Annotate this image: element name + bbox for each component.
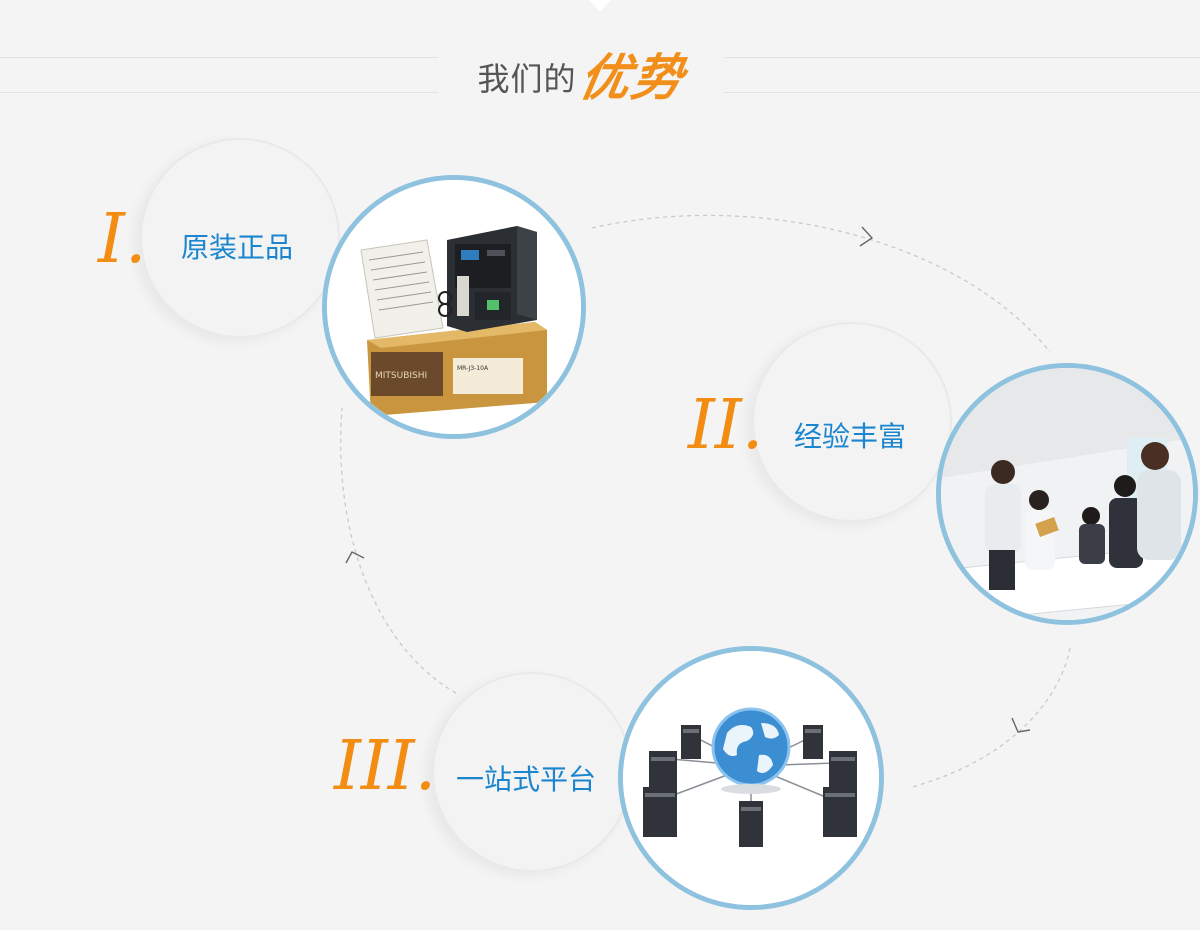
- label-circle-2: [752, 322, 952, 522]
- business-team-image: [941, 368, 1193, 620]
- orbit-arc-left: [340, 407, 457, 694]
- numeral-3: III.: [334, 727, 437, 806]
- label-one-stop-platform: 一站式平台: [456, 763, 597, 796]
- box-brand-text: MITSUBISHI: [375, 371, 427, 381]
- title-plain: 我们的: [477, 60, 577, 98]
- section-title: 我们的 优势: [438, 36, 724, 112]
- network-photo: [618, 646, 884, 910]
- orbit-arc-right: [911, 647, 1071, 788]
- servo-drive-image: MITSUBISHI MR-J3-10A: [327, 180, 581, 434]
- label-rich-experience: 经验丰富: [794, 420, 907, 453]
- orbit-arrow-right: [1011, 717, 1031, 733]
- team-photo: [936, 363, 1198, 625]
- box-model-text: MR-J3-10A: [457, 365, 489, 372]
- orbit-arrow-left: [345, 551, 365, 564]
- network-globe-image: [623, 651, 879, 905]
- label-circle-1: [140, 138, 340, 338]
- numeral-2: II.: [688, 386, 764, 465]
- product-photo: MITSUBISHI MR-J3-10A: [322, 175, 586, 439]
- orbit-arc-top: [591, 214, 1051, 353]
- top-notch: [589, 0, 611, 12]
- orbit-arrow-top: [859, 226, 874, 247]
- label-circle-3: [432, 672, 632, 872]
- label-original-genuine: 原装正品: [181, 231, 294, 264]
- numeral-1: I.: [98, 200, 147, 279]
